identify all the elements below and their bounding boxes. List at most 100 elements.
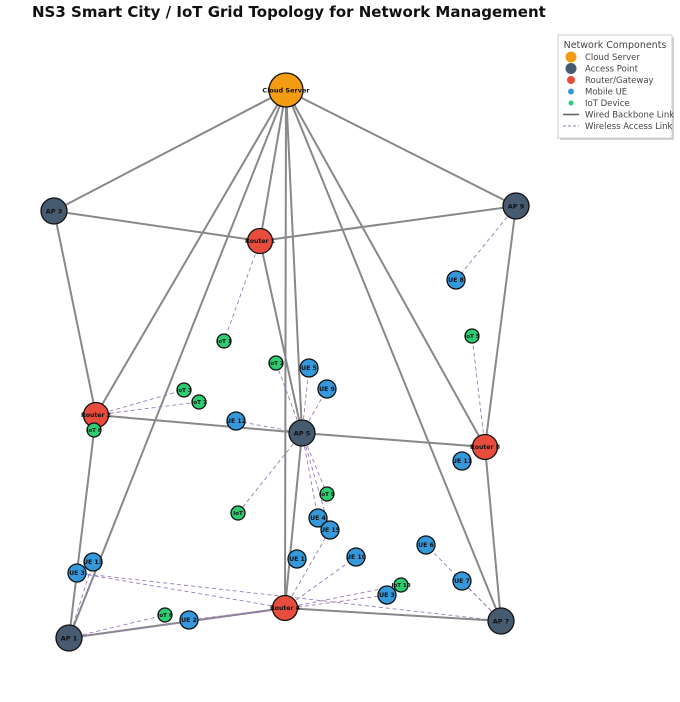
ue-node-circle	[317, 379, 337, 399]
node-label: IoT 9	[319, 492, 334, 498]
legend-item-cloud: Cloud Server	[565, 51, 640, 63]
node-ue15[interactable]: UE 15	[320, 520, 340, 540]
node-ue9[interactable]: UE 9	[317, 379, 337, 399]
node-ue3[interactable]: UE 3	[67, 563, 87, 583]
node-label: UE 10	[346, 554, 367, 561]
node-ue14[interactable]: UE 3	[377, 585, 397, 605]
wired-link-r_right-ap7	[484, 446, 502, 622]
iot-node-circle	[176, 382, 192, 398]
node-label: Cloud Server	[262, 86, 310, 94]
wired-link-r_top-ap5	[259, 240, 303, 434]
node-iot5[interactable]: IoT 5	[464, 328, 480, 344]
node-ap3[interactable]: AP 3	[40, 197, 68, 225]
cloud-node-circle	[268, 72, 304, 108]
ue-node-circle	[377, 585, 397, 605]
node-label: Router 8	[470, 444, 500, 451]
node-iot4[interactable]: IoT	[230, 505, 246, 521]
node-iot8[interactable]: IoT 8	[86, 422, 102, 438]
ap-node-circle	[288, 419, 316, 447]
node-label: UE 4	[310, 515, 326, 522]
legend-label: Mobile UE	[585, 88, 627, 98]
wireless-link-ap1-iot6	[68, 614, 166, 639]
node-ue7[interactable]: UE 7	[452, 571, 472, 591]
wired-link-cloud-ap9	[285, 89, 517, 207]
legend-item-ue: Mobile UE	[568, 88, 627, 98]
ue-node-circle	[452, 451, 472, 471]
node-ue6[interactable]: UE 6	[416, 535, 436, 555]
ue-node-circle	[308, 508, 328, 528]
ue-node-circle	[446, 270, 466, 290]
wireless-link-r_bot-ue2	[188, 607, 286, 621]
node-ue1[interactable]: UE 1	[287, 549, 307, 569]
wireless-link-r_bot-ue15	[284, 529, 331, 609]
wired-link-ap5-r_right	[301, 432, 486, 448]
node-label: IoT 2	[268, 361, 283, 367]
node-label: IoT 1	[216, 339, 231, 345]
node-iot3[interactable]: IoT 3	[176, 382, 192, 398]
node-ue8[interactable]: UE 8	[446, 270, 466, 290]
node-label: IoT	[233, 511, 243, 517]
wireless-link-r_top-iot1	[223, 240, 261, 342]
wireless-link-r_left-iot7	[95, 401, 200, 416]
node-ue13[interactable]: UE 13	[83, 552, 103, 572]
ue-node-circle	[416, 535, 436, 555]
node-label: IoT 3	[176, 388, 191, 394]
node-ue10[interactable]: UE 10	[346, 547, 367, 567]
node-iot10[interactable]: IoT 10	[391, 577, 411, 593]
wireless-link-ap9-ue8	[455, 205, 517, 281]
node-label: IoT 6	[157, 613, 172, 619]
legend-label: Wireless Access Link	[585, 122, 673, 132]
node-ap7[interactable]: AP 7	[487, 607, 515, 635]
node-ue4[interactable]: UE 4	[308, 508, 328, 528]
ap-node-circle	[487, 607, 515, 635]
iot-node-circle	[319, 486, 335, 502]
node-cloud[interactable]: Cloud Server	[262, 72, 310, 108]
node-ap9[interactable]: AP 9	[502, 192, 530, 220]
iot-node-circle	[216, 333, 232, 349]
node-iot2[interactable]: IoT 2	[268, 355, 284, 371]
wired-link-ap3-r_left	[53, 210, 97, 416]
node-label: UE 2	[181, 617, 197, 624]
node-label: UE 15	[320, 527, 340, 534]
legend-item-wired: Wired Backbone Link	[563, 111, 674, 121]
node-ap5[interactable]: AP 5	[288, 419, 316, 447]
node-r_top[interactable]: Router 1	[245, 227, 275, 255]
node-label: IoT 5	[464, 334, 479, 340]
wired-link-cloud-ap3	[53, 89, 287, 212]
wired-link-cloud-r_left	[95, 89, 287, 416]
iot-node-circle	[230, 505, 246, 521]
node-ap1[interactable]: AP 1	[55, 624, 83, 652]
node-label: Router 1	[245, 238, 275, 245]
iot-node-circle	[393, 577, 409, 593]
node-label: UE 1	[289, 556, 305, 563]
wired-links	[53, 89, 517, 639]
ue-node-circle	[320, 520, 340, 540]
wired-link-r_left-ap1	[68, 414, 97, 639]
node-iot6[interactable]: IoT 6	[157, 607, 173, 623]
node-label: UE 13	[83, 559, 103, 566]
wireless-link-ap1-ue14	[68, 594, 388, 639]
node-r_bot[interactable]: Router 4	[270, 594, 301, 622]
node-ue12[interactable]: UE 12	[226, 411, 246, 431]
node-r_left[interactable]: Router 2	[81, 401, 111, 429]
node-ue2[interactable]: UE 2	[179, 610, 199, 630]
legend-router-swatch	[567, 76, 575, 84]
node-ue5[interactable]: UE 5	[299, 358, 319, 378]
node-iot1[interactable]: IoT 1	[216, 333, 232, 349]
ue-node-circle	[287, 549, 307, 569]
router-node-circle	[471, 433, 499, 461]
node-label: UE 9	[319, 386, 335, 393]
legend-title: Network Components	[564, 40, 667, 51]
node-iot9[interactable]: IoT 9	[319, 486, 335, 502]
legend-label: Wired Backbone Link	[585, 111, 674, 121]
node-iot7[interactable]: IoT 7	[191, 394, 207, 410]
node-r_right[interactable]: Router 8	[470, 433, 500, 461]
node-ue11[interactable]: UE 11	[452, 451, 472, 471]
wired-link-r_left-ap5	[95, 414, 303, 434]
node-label: Router 2	[81, 412, 111, 419]
node-label: AP 3	[46, 207, 63, 215]
legend-label: Access Point	[585, 65, 639, 75]
legend-label: IoT Device	[585, 99, 630, 109]
